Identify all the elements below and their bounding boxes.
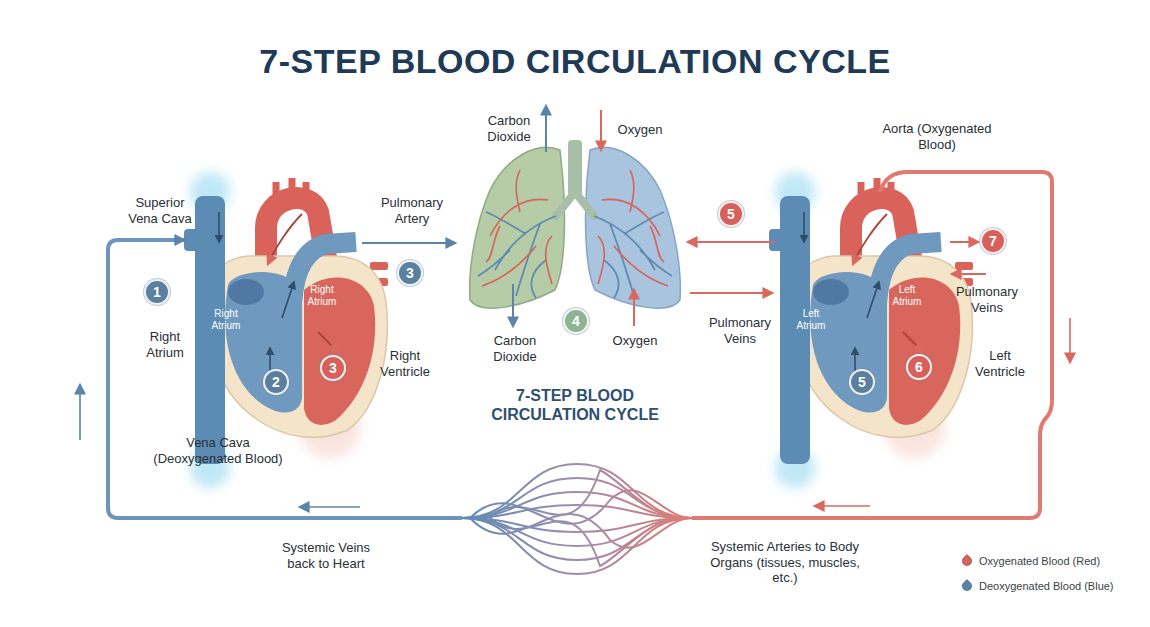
legend-item: Oxygenated Blood (Red): [962, 555, 1100, 567]
step-number-text: 4: [572, 314, 580, 328]
atrium-top: [228, 279, 264, 305]
legend-label: Oxygenated Blood (Red): [979, 555, 1100, 567]
capillary-bed: [462, 464, 692, 574]
trachea: [568, 140, 582, 196]
step-number: 7: [980, 228, 1006, 254]
lungs-illustration: [470, 106, 681, 326]
flow-arrow: [268, 214, 302, 264]
vena-cava-stub: [184, 229, 206, 251]
flow-arrow: [688, 241, 775, 243]
legend-item: Deoxygenated Blood (Blue): [962, 580, 1114, 592]
part-label: Systemic Arteries to Body Organs (tissue…: [710, 539, 860, 586]
flow-arrow: [690, 292, 772, 294]
arterial-line: [692, 172, 1052, 518]
right-lung: [586, 147, 681, 308]
step-number: 5: [718, 201, 744, 227]
part-label: Superior Vena Cava: [120, 195, 200, 226]
step-number-text: 1: [153, 285, 161, 299]
capillary: [462, 464, 692, 518]
part-label: 7-STEP BLOOD CIRCULATION CYCLE: [470, 386, 680, 424]
step-number-text: 6: [915, 360, 923, 374]
part-label: Carbon Dioxide: [479, 113, 539, 144]
artery-network: [482, 170, 552, 286]
gas-arrow: [545, 106, 547, 152]
lung-vessels: [594, 170, 672, 298]
heart-illustration: [769, 172, 973, 488]
venous-return-line: [108, 240, 462, 518]
part-label: Pulmonary Artery: [372, 195, 452, 226]
lung-vessels: [478, 170, 556, 298]
step-number: 5: [849, 369, 875, 395]
flow-arrow: [79, 385, 81, 440]
part-label: Left Atrium: [884, 284, 930, 308]
step-number-text: 2: [272, 375, 280, 389]
flow-arrow: [362, 242, 455, 244]
flow-arrow: [1069, 318, 1071, 362]
gas-arrow: [633, 290, 635, 326]
part-label: Pulmonary Veins: [947, 284, 1027, 315]
capillary: [490, 470, 680, 518]
step-number-text: 5: [727, 207, 735, 221]
gas-arrow: [512, 284, 514, 326]
capillary: [490, 518, 680, 566]
flow-arrow: [950, 241, 978, 243]
capillary: [462, 518, 692, 574]
step-number: 4: [563, 308, 589, 334]
part-label: Vena Cava (Deoxygenated Blood): [148, 435, 288, 466]
flow-arrow: [269, 348, 271, 372]
flow-arrow: [952, 273, 986, 275]
part-label: Right Ventricle: [370, 348, 440, 379]
vein-stub: [370, 262, 388, 270]
gas-arrow: [600, 110, 602, 150]
legend-swatch: [960, 579, 974, 593]
step-number: 3: [320, 355, 346, 381]
part-label: Carbon Dioxide: [485, 333, 545, 364]
part-label: Right Atrium: [203, 308, 249, 332]
part-label: Left Ventricle: [965, 348, 1035, 379]
step-number-text: 5: [858, 375, 866, 389]
step-number: 1: [144, 279, 170, 305]
step-number-text: 3: [406, 266, 414, 280]
flow-arrow: [282, 282, 294, 318]
flow-arrow: [218, 212, 220, 242]
part-label: Aorta (Oxygenated Blood): [875, 121, 1000, 152]
bronchi: [556, 192, 594, 216]
part-label: Systemic Veins back to Heart: [276, 540, 376, 571]
diagram-title: 7-STEP BLOOD CIRCULATION CYCLE: [0, 44, 1150, 78]
flow-arrow: [815, 505, 870, 507]
part-label: Left Atrium: [788, 308, 834, 332]
atrium-chamber: [225, 272, 302, 413]
part-label: Oxygen: [600, 333, 670, 349]
step-number: 3: [397, 260, 423, 286]
legend-swatch: [960, 554, 974, 568]
flow-arrow: [318, 332, 338, 352]
part-label: Right Atrium: [135, 329, 195, 360]
pulmonary-artery-tube: [292, 242, 356, 330]
left-lung: [470, 147, 565, 308]
step-number-text: 3: [329, 361, 337, 375]
step-number: 6: [906, 354, 932, 380]
part-label: Oxygen: [605, 122, 675, 138]
part-label: Right Atrium: [299, 284, 345, 308]
step-number-text: 7: [989, 234, 997, 248]
flow-arrow: [300, 506, 360, 508]
legend-label: Deoxygenated Blood (Blue): [979, 580, 1114, 592]
part-label: Pulmonary Veins: [700, 315, 780, 346]
step-number: 2: [263, 369, 289, 395]
